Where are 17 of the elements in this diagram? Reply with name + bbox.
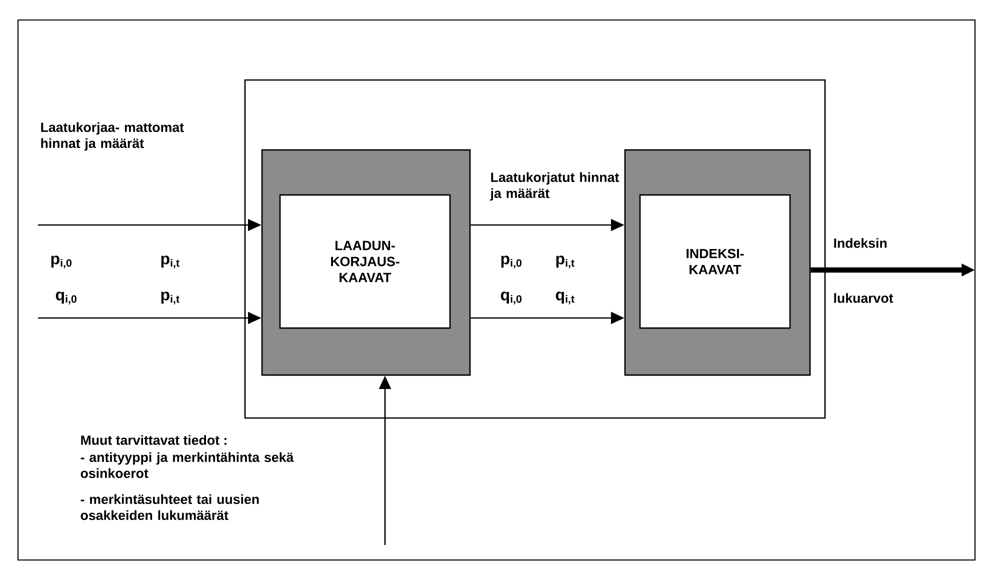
formula-label: q$_{i,t}$ [556,292,574,304]
formula-label: q$_{i,0}$ [500,292,522,304]
formula-box: LAADUN- KORJAUS- KAAVAT [279,194,451,329]
text-label: Laatukorjaa- mattomat hinnat ja määrät [41,122,184,151]
formula-label: p$_{i,t}$ [161,256,180,268]
formula-label: p$_{i,t}$ [556,256,574,268]
text-label: lukuarvot [834,293,894,303]
text-label: Indeksin [834,238,887,248]
formula-label: p$_{i,0}$ [51,256,72,268]
text-label: Muut tarvittavat tiedot : [81,435,226,445]
bullet-text: - merkintäsuhteet tai uusien osakkeiden lukumäärät [80,494,259,520]
formula-label: q$_{i,0}$ [56,292,76,304]
text-label: Laatukorjatut hinnat ja määrät [490,172,619,201]
bullet-text: - antityyppi ja merkintähinta sekä osinkoerot [80,452,294,478]
formula-label: p$_{i,0}$ [501,256,522,268]
formula-label: p$_{i,t}$ [161,292,180,304]
formula-box: INDEKSI- KAAVAT [639,194,791,329]
